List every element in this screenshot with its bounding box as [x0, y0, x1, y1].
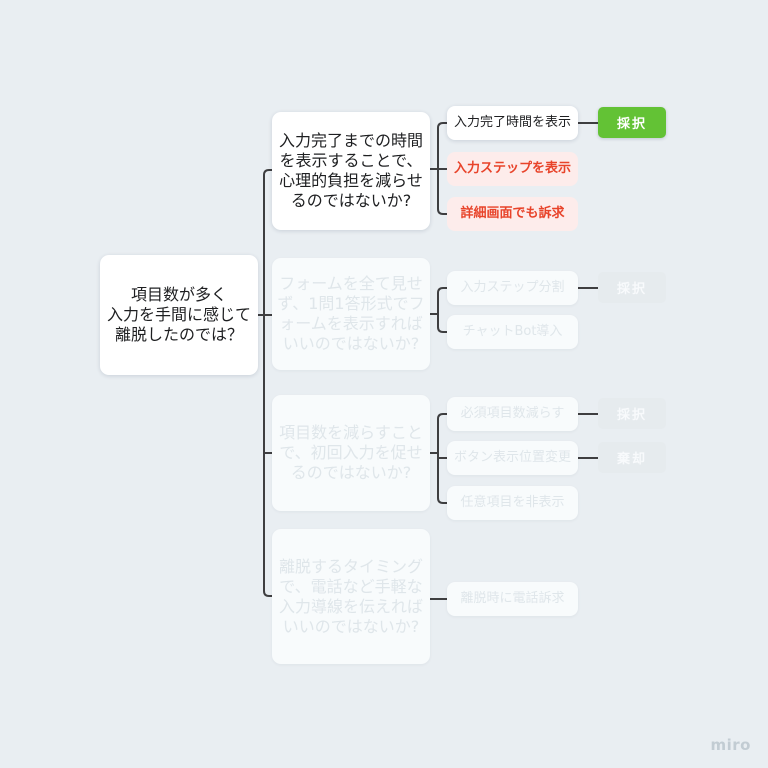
solution-node-chatbot[interactable]: チャットBot導入	[447, 315, 578, 349]
solution-node-phone-appeal-on-exit[interactable]: 離脱時に電話訴求	[447, 582, 578, 616]
status-badge-adopted-2[interactable]: 採択	[598, 272, 666, 303]
connector-hypothesis-1-bracket	[429, 122, 448, 215]
connector-trunk	[263, 169, 273, 597]
miro-logo-watermark[interactable]: miro	[710, 736, 751, 754]
solution-node-appeal-on-detail-screen[interactable]: 詳細画面でも訴求	[447, 197, 578, 231]
connector-hypothesis-3-bracket	[429, 413, 448, 504]
hypothesis-node-3[interactable]: 項目数を減らすこと で、初回入力を促せ るのではないか?	[272, 395, 430, 511]
hypothesis-node-1[interactable]: 入力完了までの時間 を表示することで、 心理的負担を減らせ るのではないか?	[272, 112, 430, 230]
connector-hypothesis-2-bracket	[429, 287, 448, 333]
status-badge-rejected-1[interactable]: 棄却	[598, 442, 666, 473]
hypothesis-node-2[interactable]: フォームを全て見せ ず、1問1答形式でフ ォームを表示すれば いいのではないか?	[272, 258, 430, 370]
solution-node-reduce-required-fields[interactable]: 必須項目数減らす	[447, 397, 578, 431]
hypothesis-node-4[interactable]: 離脱するタイミング で、電話など手軽な 入力導線を伝えれば いいのではないか?	[272, 529, 430, 664]
status-badge-adopted-3[interactable]: 採択	[598, 398, 666, 429]
solution-node-hide-optional-fields[interactable]: 任意項目を非表示	[447, 486, 578, 520]
solution-node-change-button-position[interactable]: ボタン表示位置変更	[447, 441, 578, 475]
solution-node-show-completion-time[interactable]: 入力完了時間を表示	[447, 106, 578, 140]
solution-node-split-input-steps[interactable]: 入力ステップ分割	[447, 271, 578, 305]
root-node[interactable]: 項目数が多く 入力を手間に感じて 離脱したのでは？	[100, 255, 258, 375]
status-badge-adopted-1[interactable]: 採択	[598, 107, 666, 138]
solution-node-show-input-steps[interactable]: 入力ステップを表示	[447, 152, 578, 186]
